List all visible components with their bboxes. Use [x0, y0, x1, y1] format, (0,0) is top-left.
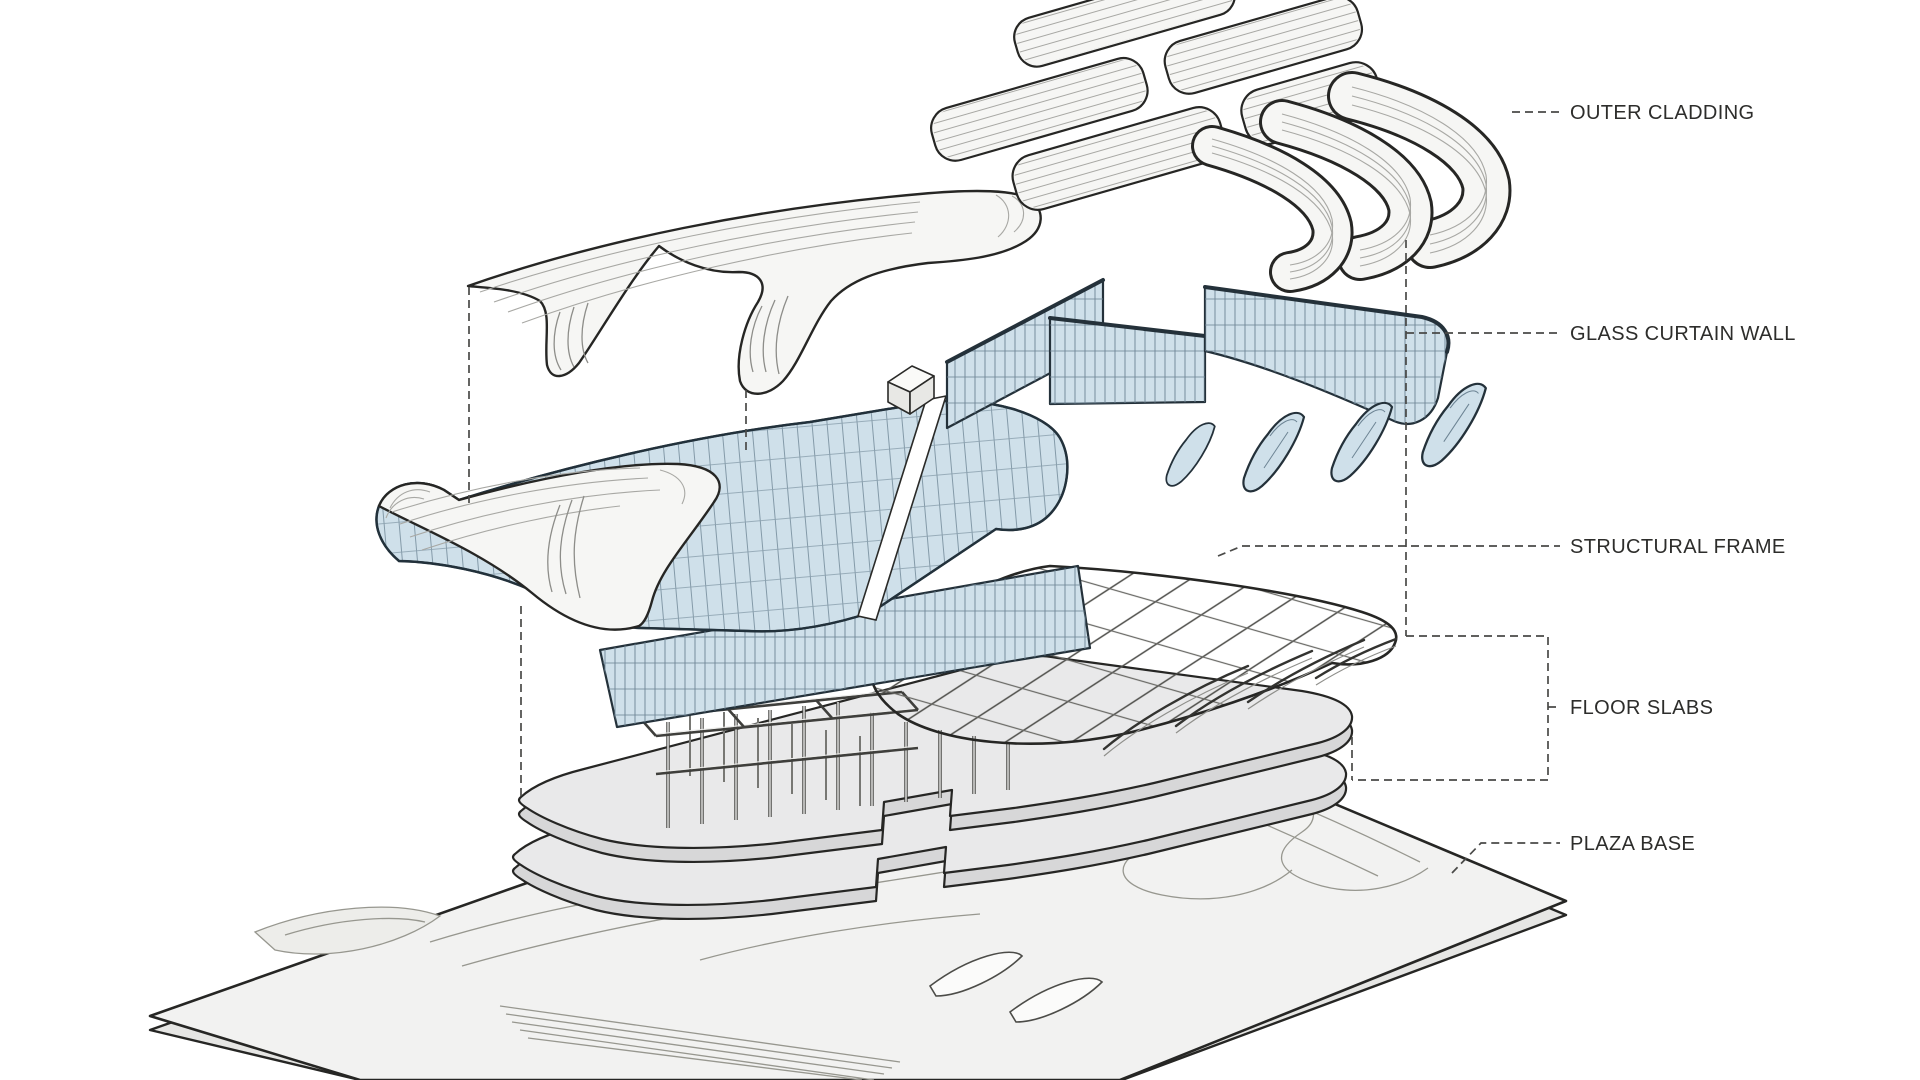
curtain-wall-segment-b [1048, 316, 1207, 406]
label-floor-slabs: FLOOR SLABS [1570, 697, 1713, 719]
label-structural-frame: STRUCTURAL FRAME [1570, 536, 1786, 558]
label-outer-cladding: OUTER CLADDING [1570, 102, 1755, 124]
projection-line-left [468, 287, 747, 798]
plaza-ridge-wing [928, 951, 1024, 997]
shell-glass-apron [598, 564, 1092, 729]
curtain-wall-segment-a [945, 278, 1105, 430]
plaza-ridge-wing [1008, 977, 1104, 1023]
label-plaza-base: PLAZA BASE [1570, 833, 1695, 855]
frame-curved-ribs [1102, 637, 1398, 757]
shell-white-drape [377, 462, 721, 631]
leader-floor-slabs-bracket [1351, 635, 1560, 781]
shell-roof-box [887, 365, 935, 415]
cladding-wave-piece [466, 189, 1042, 395]
building-shell-layer [375, 365, 1092, 729]
cladding-panel-array [930, 0, 1383, 211]
leader-plaza-base [1451, 842, 1560, 874]
label-glass-curtain-wall: GLASS CURTAIN WALL [1570, 323, 1796, 345]
outer-cladding-layer [466, 0, 1492, 395]
glass-curtain-wall-layer [945, 278, 1487, 493]
shell-seam-slot [856, 394, 948, 621]
leader-structural-frame [1217, 545, 1560, 557]
annotation-layer: OUTER CLADDING GLASS CURTAIN WALL STRUCT… [468, 102, 1796, 874]
curtain-wall-segment-c [1203, 285, 1451, 425]
